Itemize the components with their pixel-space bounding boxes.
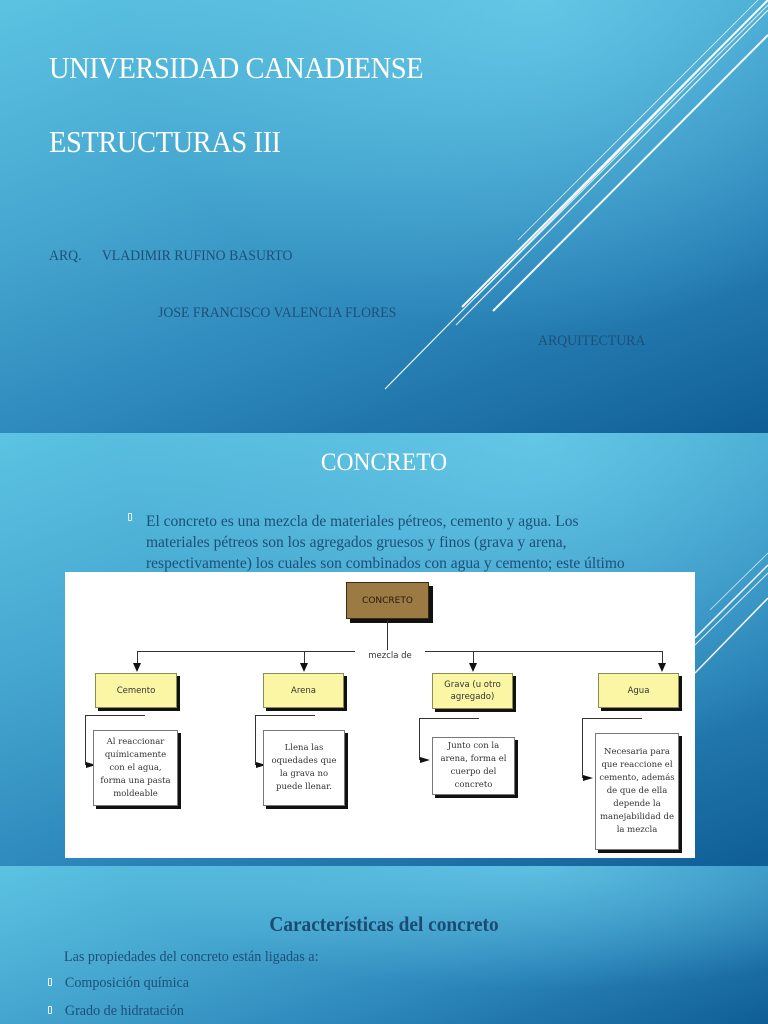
concreto-slide: CONCRETO El concreto es una mezcla de ma… [0,433,768,866]
definition-text: El concreto es una mezcla de materiales … [146,513,625,572]
career-label: ARQUITECTURA [538,333,646,349]
diagram-connector-label: mezcla de [368,651,412,661]
connector-line [582,718,583,778]
connector-line [662,651,663,665]
professor-line: ARQ. VLADIMIR RUFINO BASURTO [49,248,292,265]
arrow-right-icon [420,757,430,763]
connector-line [255,715,315,716]
list-item-label: Grado de hidratación [64,1003,184,1019]
arrow-right-icon [86,762,96,768]
description-box-agua: Necesaria para que reaccione el cemento,… [595,733,679,850]
component-box-arena: Arena [263,673,344,708]
student-name: JOSE FRANCISCO VALENCIA FLORES [158,305,397,321]
connector-line [419,718,479,719]
component-box-agua: Agua [598,673,679,708]
professor-name: VLADIMIR RUFINO BASURTO [101,248,293,264]
concreto-composition-diagram: CONCRETO mezcla de Cemento Arena Grava (… [65,572,695,858]
connector-line [137,651,355,652]
list-item: Composición química [48,975,198,992]
slide-title: CONCRETO [320,449,448,476]
connector-line [582,718,642,719]
arrow-down-icon [469,663,477,672]
connector-line [137,651,138,665]
connector-line [85,715,86,765]
diagram-root-box: CONCRETO [346,582,429,619]
connector-line [473,651,474,665]
list-item-label: Composición química [64,975,190,991]
square-bullet-icon [48,1006,52,1014]
arrow-down-icon [658,663,666,672]
intro-text: Las propiedades del concreto están ligad… [64,949,319,965]
description-box-arena: Llena las oquedades que la grava no pued… [263,730,345,806]
component-box-cemento: Cemento [95,673,177,708]
square-bullet-icon [48,978,52,986]
description-box-grava: Junto con la arena, forma el cuerpo del … [432,737,515,795]
slide-title: Características del concreto [269,912,499,936]
connector-line [387,620,388,650]
arrow-right-icon [256,762,266,768]
connector-line [425,651,663,652]
arrow-down-icon [300,663,308,672]
connector-line [85,715,145,716]
description-box-cemento: Al reaccionar químicamente con el agua, … [93,730,178,806]
caracteristicas-slide: Características del concreto Las propied… [0,866,768,1024]
component-box-grava: Grava (u otro agregado) [432,673,513,709]
arrow-down-icon [133,663,141,672]
arrow-right-icon [583,775,593,781]
square-bullet-icon [128,513,132,521]
definition-bullet: El concreto es una mezcla de materiales … [128,511,643,574]
professor-prefix: ARQ. [49,248,82,264]
list-item: Grado de hidratación [48,1003,193,1020]
title-slide: UNIVERSIDAD CANADIENSE ESTRUCTURAS III A… [0,0,768,433]
course-title: ESTRUCTURAS III [49,124,281,159]
university-title: UNIVERSIDAD CANADIENSE [49,50,424,85]
connector-line [255,715,256,765]
connector-line [419,718,420,760]
connector-line [304,651,305,665]
